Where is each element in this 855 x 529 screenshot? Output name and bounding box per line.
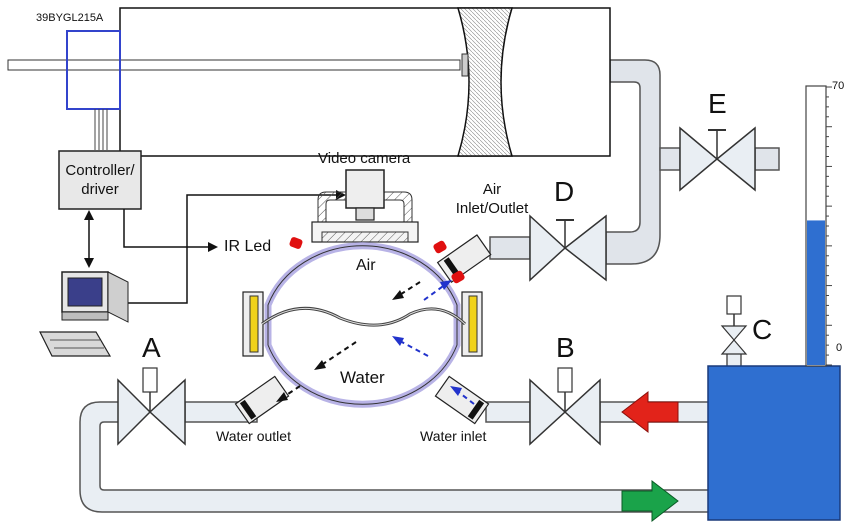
water-inlet-port	[434, 375, 490, 425]
air-port	[436, 234, 492, 284]
video-camera-label: Video camera	[318, 150, 411, 167]
valve-b[interactable]	[529, 367, 601, 446]
chamber	[234, 234, 492, 425]
gauge-min-label: 0	[836, 342, 843, 354]
valve-e[interactable]	[679, 126, 756, 192]
gauge-max-label: 70	[832, 80, 845, 92]
water-outlet-label: Water outlet	[216, 428, 291, 444]
ir-led-label: IR Led	[224, 238, 272, 255]
signal-wires	[84, 190, 346, 304]
computer-icon	[39, 271, 129, 357]
valve-c[interactable]	[720, 295, 748, 355]
water-tank	[707, 85, 841, 521]
controller-box	[58, 150, 142, 210]
valve-c-label: C	[752, 314, 773, 345]
water-inlet-label: Water inlet	[420, 428, 487, 444]
ir-led-icon	[289, 237, 303, 249]
valve-b-label: B	[556, 332, 575, 363]
air-inlet-label-line2: Inlet/Outlet	[455, 200, 529, 217]
controller-label-line2: driver	[81, 181, 119, 198]
valve-d[interactable]	[529, 214, 607, 282]
stepper-motor	[66, 30, 121, 150]
air-inlet-label: Air Inlet/Outlet	[452, 180, 532, 218]
valve-a-label: A	[142, 332, 161, 363]
valve-d-label: D	[554, 176, 575, 207]
controller-label: Controller/ driver	[59, 161, 141, 199]
air-region-label: Air	[356, 257, 376, 274]
flow-arrow-green-icon	[621, 479, 679, 523]
valve-a[interactable]	[117, 367, 186, 446]
motor-model-label: 39BYGL215A	[36, 12, 104, 24]
ir-led-icon-3	[451, 270, 465, 284]
gauge-ticks	[826, 86, 832, 366]
air-flow-arrows	[276, 280, 475, 405]
controller-label-line1: Controller/	[65, 162, 135, 179]
video-camera-icon	[311, 169, 419, 243]
water-level-fill	[807, 220, 825, 365]
syringe-cylinder	[7, 7, 611, 157]
air-pipes	[489, 59, 780, 265]
valve-e-label: E	[708, 88, 727, 119]
flow-arrow-red-icon	[621, 390, 679, 434]
water-region-label: Water	[340, 368, 385, 387]
water-outlet-port	[234, 375, 290, 425]
ir-led-icon-2	[433, 240, 447, 254]
air-inlet-label-line1: Air	[482, 181, 502, 198]
